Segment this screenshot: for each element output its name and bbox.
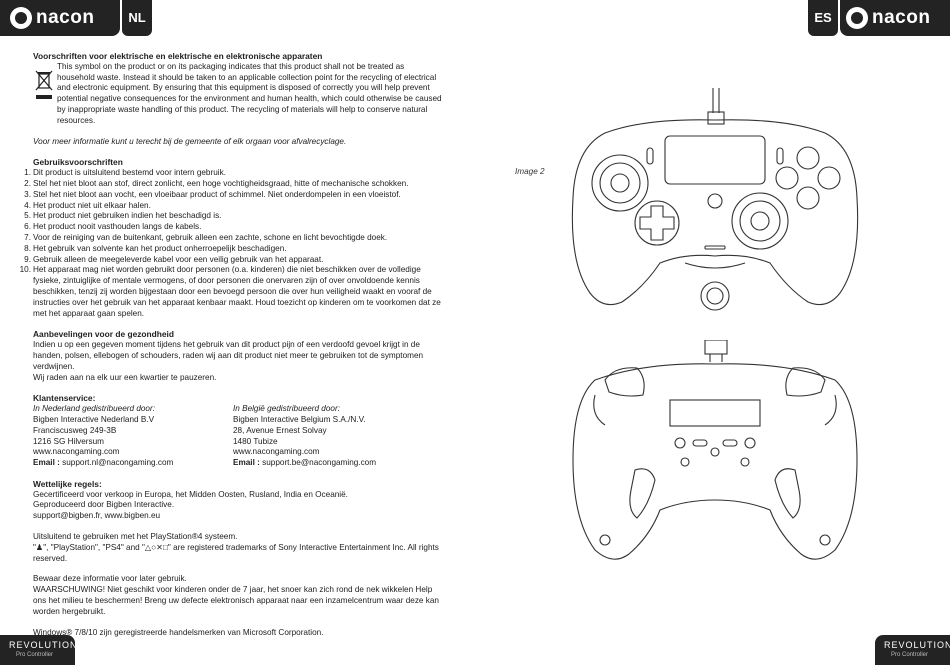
nacon-logo-right: nacon [846,6,930,30]
warning-line: Bewaar deze informatie voor later gebrui… [33,574,187,584]
header-right-bar: nacon [840,0,950,36]
health-body-2: Wij raden aan na elk uur een kwartier te… [33,372,217,382]
language-tab-es: ES [808,0,838,36]
service-nl-line: 1216 SG Hilversum [33,436,104,446]
service-be-line: 1480 Tubize [233,436,278,446]
footer-left-tab: REVOLUTION Pro Controller [0,635,78,665]
service-nl-line: Bigben Interactive Nederland B.V [33,414,155,424]
footer-sub-right: Pro Controller [891,652,929,658]
weee-title: Voorschriften voor elektrische en elektr… [33,51,323,61]
service-nl-email-line: Email : support.nl@nacongaming.com [33,458,174,468]
list-item: 1.Dit product is uitsluitend bestemd voo… [24,168,226,178]
nacon-logo-mark-icon [846,7,868,29]
controller-front-illustration [571,88,859,311]
service-columns: In Nederland gedistribueerd door: Bigben… [33,404,443,469]
warning-body: WAARSCHUWING! Niet geschikt voor kindere… [33,585,439,616]
legal-line: Gecertificeerd voor verkoop in Europa, h… [33,489,348,499]
service-be-line: Bigben Interactive Belgium S.A./N.V. [233,414,366,424]
image-label: Image 2 [515,167,545,176]
nacon-logo-mark-icon [10,7,32,29]
service-be-heading: In België gedistribueerd door: [233,404,340,414]
list-item: 3.Stel het niet bloot aan vocht, een vlo… [24,189,401,199]
ps4-trademarks: "♟", "PlayStation", "PS4" and "△○✕□" are… [33,542,439,563]
list-item: 7.Voor de reiniging van de buitenkant, g… [24,232,388,242]
service-be-line: 28, Avenue Ernest Solvay [233,425,327,435]
list-item: 2.Stel het niet bloot aan stof, direct z… [24,178,409,188]
list-item: 8.Het gebruik van solvente kan het produ… [24,243,287,253]
crossed-bin-icon [33,62,57,102]
list-item: 9.Gebruik alleen de meegeleverde kabel v… [24,254,324,264]
service-be-email-line: Email : support.be@nacongaming.com [233,458,377,468]
service-title: Klantenservice: [33,393,96,404]
footer-right-tab: REVOLUTION Pro Controller [875,635,950,665]
service-be-email: support.be@nacongaming.com [262,458,377,468]
service-nl-heading: In Nederland gedistribueerd door: [33,404,155,414]
health-title: Aanbevelingen voor de gezondheid [33,329,174,340]
legal-line: support@bigben.fr, www.bigben.eu [33,511,161,521]
service-nl-line: Franciscusweg 249-3B [33,425,117,435]
nacon-logo-left: nacon [10,6,94,30]
weee-block: This symbol on the product or on its pac… [33,62,443,127]
list-item: 5.Het product niet gebruiken indien het … [24,211,222,221]
list-item: 10.Het apparaat mag niet worden gebruikt… [19,265,441,318]
footer-brand-left: REVOLUTION [9,640,78,650]
service-be: In België gedistribueerd door: Bigben In… [233,404,433,469]
language-tab-nl: NL [122,0,152,36]
windows-trademark: Windows® 7/8/10 zijn geregistreerde hand… [33,627,324,637]
brand-name-left: nacon [36,7,95,28]
manual-text-column: Voorschriften voor elektrische en elektr… [19,51,443,638]
usage-title: Gebruiksvoorschriften [33,157,123,168]
service-nl: In Nederland gedistribueerd door: Bigben… [33,404,233,469]
service-nl-website: www.nacongaming.com [33,447,120,457]
controller-back-illustration [572,340,858,560]
legal-line: Geproduceerd door Bigben Interactive. [33,500,175,510]
health-body: Indien u op een gegeven moment tijdens h… [33,340,424,371]
weee-body: This symbol on the product or on its pac… [57,61,442,125]
ps4-line: Uitsluitend te gebruiken met het PlaySta… [33,532,238,542]
brand-name-right: nacon [872,7,931,28]
legal-title: Wettelijke regels: [33,478,102,489]
list-item: 6.Het product nooit vasthouden langs de … [24,222,202,232]
footer-brand-right: REVOLUTION [884,640,950,650]
weee-more-info: Voor meer informatie kunt u terecht bij … [33,136,347,146]
usage-list: 1.Dit product is uitsluitend bestemd voo… [19,168,443,319]
service-be-website: www.nacongaming.com [233,447,320,457]
service-nl-email: support.nl@nacongaming.com [62,458,174,468]
list-item: 4.Het product niet uit elkaar halen. [24,200,151,210]
footer-sub-left: Pro Controller [16,652,54,658]
header-left-bar: nacon [0,0,120,36]
